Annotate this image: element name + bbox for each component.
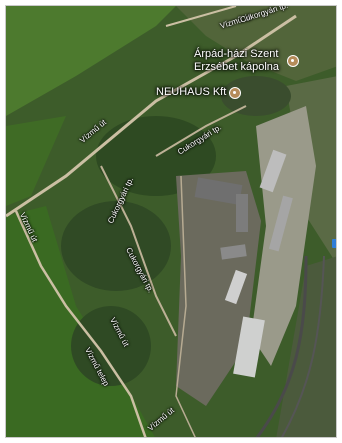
poi-neuhaus-label[interactable]: NEUHAUS Kft bbox=[156, 86, 227, 98]
business-pin-icon[interactable] bbox=[229, 87, 241, 99]
satellite-imagery bbox=[6, 6, 336, 437]
road-vizmu-main bbox=[6, 14, 297, 218]
road-cukorgyari bbox=[100, 165, 177, 337]
road-vizmu-south bbox=[14, 210, 147, 437]
poi-chapel-name-line2: Erzsébet kápolna bbox=[194, 61, 279, 73]
map-edge-button[interactable] bbox=[332, 239, 336, 248]
map-frame[interactable]: Vízmű út Cukorgyári tp. Vízmű út Cukorgy… bbox=[5, 5, 337, 438]
field-top-left bbox=[6, 6, 176, 116]
field-left bbox=[6, 116, 66, 206]
chapel-pin-icon[interactable] bbox=[287, 55, 299, 67]
poi-chapel-label[interactable]: Árpád-házi Szent Erzsébet kápolna bbox=[194, 48, 279, 74]
poi-chapel-name-line1: Árpád-házi Szent bbox=[194, 48, 279, 60]
